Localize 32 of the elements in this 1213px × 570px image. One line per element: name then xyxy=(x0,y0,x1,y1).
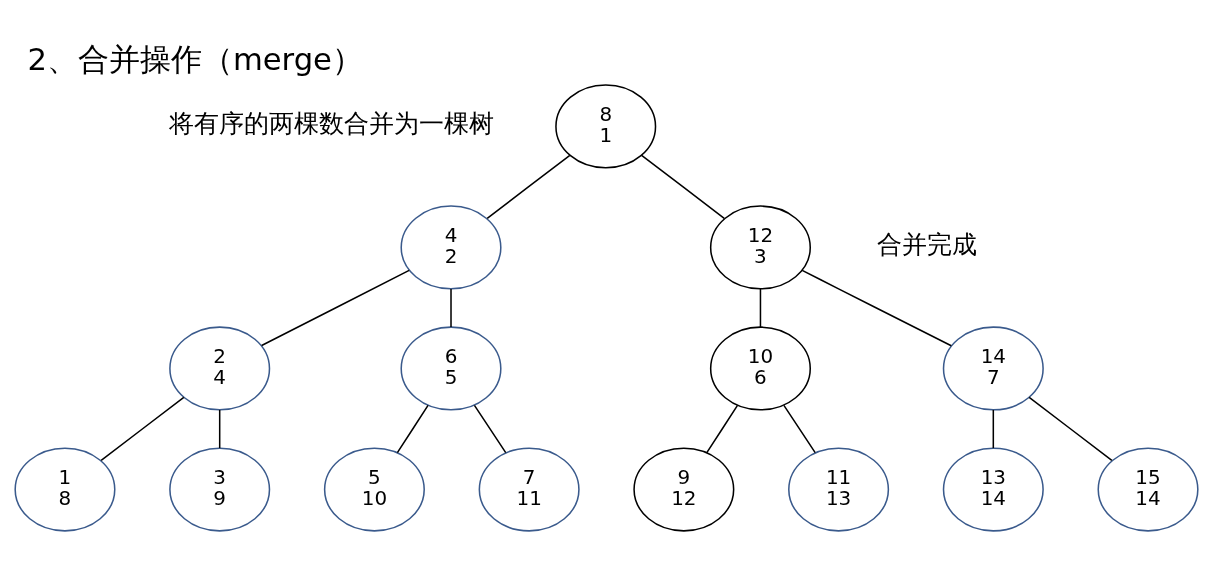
node-ellipse: 3 9 xyxy=(169,447,271,532)
connector xyxy=(396,404,429,454)
node-ellipse: 2 4 xyxy=(169,326,271,411)
node-ellipse: 6 5 xyxy=(400,326,502,411)
diagram-title: 2、合并操作（merge） xyxy=(27,41,363,77)
node-ellipse: 4 2 xyxy=(400,205,502,290)
node-ellipse: 9 12 xyxy=(633,447,735,532)
connector xyxy=(450,288,452,328)
connector xyxy=(1028,396,1113,462)
connector xyxy=(783,404,816,454)
connector xyxy=(706,404,739,454)
connector xyxy=(260,269,410,347)
connector xyxy=(992,409,995,449)
node-ellipse: 11 13 xyxy=(788,447,890,532)
connector xyxy=(100,396,185,462)
node-ellipse: 5 10 xyxy=(323,447,425,532)
node-ellipse: 10 6 xyxy=(709,326,811,411)
node-ellipse: 1 8 xyxy=(14,447,116,532)
label: 合并完成 xyxy=(877,230,978,260)
connector xyxy=(640,154,725,220)
node-ellipse: 7 11 xyxy=(478,447,580,532)
connector xyxy=(473,404,507,454)
label: 将有序的两棵数合并为一棵树 xyxy=(169,109,495,139)
connector xyxy=(801,269,953,347)
node-ellipse: 13 14 xyxy=(942,447,1044,532)
connector xyxy=(218,409,221,449)
node-ellipse: 12 3 xyxy=(709,205,811,290)
node-ellipse: 14 7 xyxy=(942,326,1044,411)
node-ellipse: 8 1 xyxy=(555,84,657,169)
connector xyxy=(486,154,571,220)
connector xyxy=(759,288,762,328)
node-ellipse: 15 14 xyxy=(1097,447,1199,532)
